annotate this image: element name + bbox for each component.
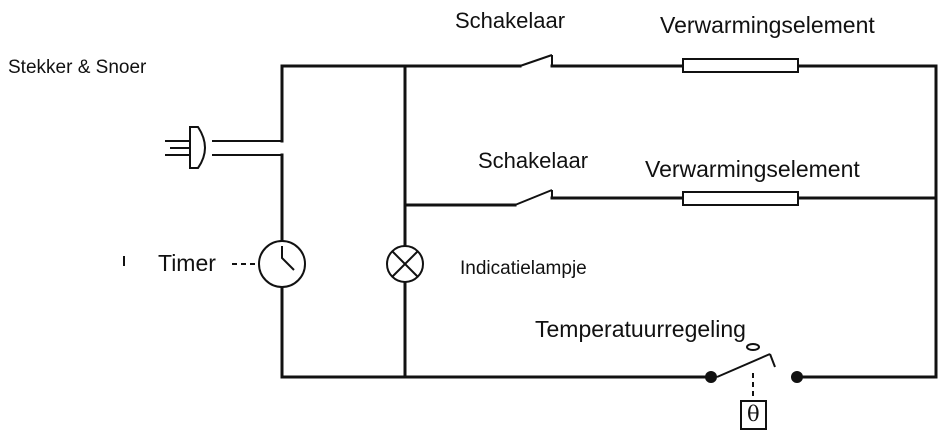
label-indicator-lamp: Indicatielampje bbox=[460, 258, 587, 279]
thermostat-symbol bbox=[705, 343, 803, 430]
lamp-cross-b bbox=[391, 250, 419, 278]
switch-mid-symbol bbox=[514, 189, 553, 206]
label-switch-top: Schakelaar bbox=[455, 8, 566, 33]
label-switch-mid: Schakelaar bbox=[478, 148, 589, 173]
label-heater-mid: Verwarmingselement bbox=[645, 156, 860, 182]
label-plug-cord: Stekker & Snoer bbox=[8, 57, 147, 78]
timer-symbol bbox=[232, 240, 306, 288]
thermostat-terminal-left bbox=[705, 371, 717, 383]
thermostat-lever-tip bbox=[769, 353, 776, 368]
indicator-lamp-symbol bbox=[386, 245, 424, 283]
heater-mid-symbol bbox=[682, 191, 799, 206]
switch-mid-lever bbox=[514, 189, 553, 206]
label-timer: Timer bbox=[158, 250, 216, 276]
timer-circle bbox=[258, 240, 306, 288]
plug-symbol bbox=[165, 126, 282, 169]
heater-top-symbol bbox=[682, 58, 799, 73]
switch-top-lever bbox=[519, 54, 553, 67]
thermostat-terminal-right bbox=[791, 371, 803, 383]
switch-top-symbol bbox=[519, 54, 553, 67]
thermostat-sensor-box bbox=[740, 400, 767, 430]
thermostat-knob bbox=[746, 343, 760, 351]
label-heater-top: Verwarmingselement bbox=[660, 12, 875, 38]
timer-switch bbox=[281, 246, 295, 271]
plug-body bbox=[189, 126, 206, 169]
label-theta: θ bbox=[747, 402, 760, 426]
label-temperature-control: Temperatuurregeling bbox=[535, 316, 746, 342]
thermostat-lever bbox=[716, 353, 771, 378]
